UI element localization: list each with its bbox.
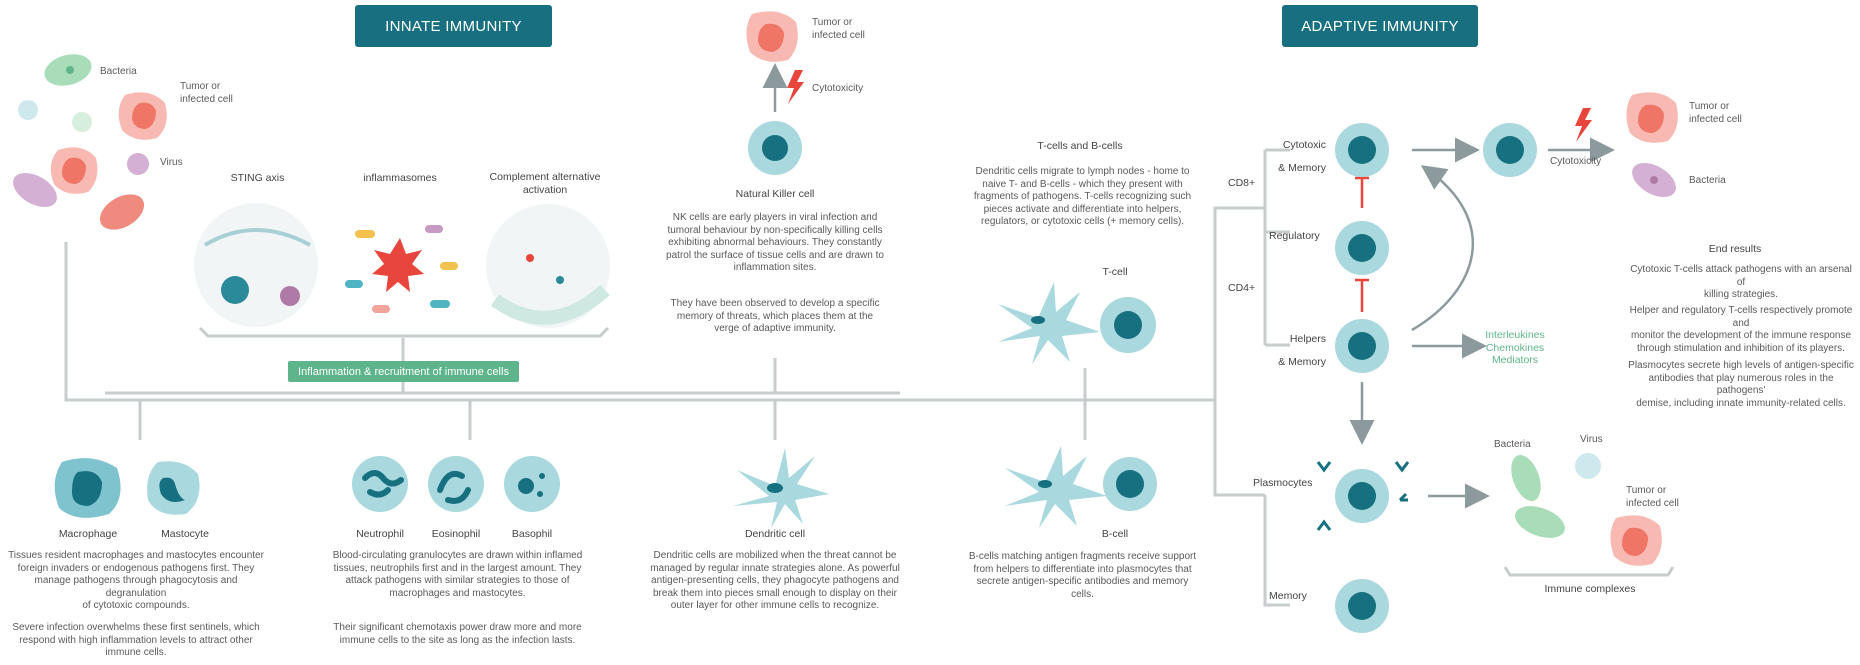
adaptive-cytotoxicity-icon [1575, 108, 1592, 142]
tumor-label: Tumor or infected cell [180, 81, 233, 105]
nk-tumor-icon [746, 11, 798, 62]
adaptive-bacteria-icon [1632, 162, 1676, 198]
macrophage-description-2: Severe infection overwhelms these first … [12, 622, 260, 658]
cytotoxic-t-cell-icon [1335, 123, 1389, 177]
nk-cell-title: Natural Killer cell [735, 188, 815, 200]
immune-complex-tumor-icon [1610, 515, 1662, 566]
arrows [762, 63, 1615, 509]
cytotoxic-memory-label: Cytotoxic & Memory [1278, 139, 1326, 174]
inflammasomes-label: inflammasomes [363, 172, 437, 184]
sting-axis-icon [194, 203, 318, 327]
nk-tumor-label: Tumor or infected cell [812, 17, 865, 41]
plasmocytes-label: Plasmocytes [1253, 477, 1313, 489]
basophil-icon [504, 456, 560, 512]
tumor-cell-left-icon [50, 92, 167, 194]
complex-virus-label: Virus [1580, 434, 1603, 445]
immune-complex-virus-icon [1575, 453, 1601, 479]
adaptive-immunity-title: ADAPTIVE IMMUNITY [1282, 5, 1478, 47]
complex-bacteria-label: Bacteria [1494, 439, 1531, 450]
virus-left-icon [18, 100, 149, 175]
complement-activation-icon [486, 204, 610, 328]
dendritic-description: Dendritic cells are mobilized when the t… [650, 550, 900, 611]
macrophage-description-1: Tissues resident macrophages and mastocy… [8, 550, 264, 611]
macrophage-icon [54, 458, 121, 518]
tb-cells-title: T-cells and B-cells [1037, 140, 1123, 152]
memory-b-cell-icon [1335, 579, 1389, 633]
b-cell-icon [1103, 457, 1157, 511]
mastocyte-icon [147, 461, 200, 515]
granulocyte-description-2: Their significant chemotaxis power draw … [333, 622, 582, 646]
nk-description-2: They have been observed to develop a spe… [670, 298, 880, 334]
b-cell-description: B-cells matching antigen fragments recei… [968, 551, 1197, 600]
innate-immunity-title: INNATE IMMUNITY [355, 5, 552, 47]
inhibition-markers [1355, 176, 1369, 312]
bacteria-label: Bacteria [100, 66, 137, 77]
naive-dendritic-t-icon [998, 282, 1100, 364]
immune-complex-bacteria-icon [1511, 455, 1565, 538]
basophil-label: Basophil [511, 528, 553, 540]
adaptive-bacteria-label: Bacteria [1689, 175, 1726, 186]
mastocyte-label: Mastocyte [161, 528, 209, 540]
nk-cytotoxicity-icon [787, 70, 804, 104]
end-results-1: Cytotoxic T-cells attack pathogens with … [1630, 264, 1852, 300]
t-cell-label: T-cell [1102, 266, 1128, 278]
bacteria-left-icon [13, 54, 145, 230]
immune-complexes-label: Immune complexes [1544, 583, 1636, 595]
end-results-title: End results [1708, 243, 1762, 255]
eosinophil-label: Eosinophil [431, 528, 481, 540]
helper-t-cell-icon [1335, 319, 1389, 373]
cd8-label: CD8+ [1228, 177, 1256, 189]
naive-dendritic-b-icon [1005, 446, 1107, 528]
adaptive-cytotoxicity-label: Cytotoxicity [1550, 156, 1602, 167]
nk-cell-icon [748, 121, 802, 175]
t-cell-icon [1100, 297, 1156, 353]
active-cytotoxic-t-cell-icon [1483, 123, 1537, 177]
dendritic-cell-icon [733, 448, 829, 528]
adaptive-tumor-label: Tumor or infected cell [1689, 101, 1742, 125]
granulocyte-description-1: Blood-circulating granulocytes are drawn… [332, 550, 583, 599]
b-cell-label: B-cell [1101, 528, 1129, 540]
adaptive-tumor-icon [1626, 92, 1678, 143]
tb-cells-description: Dendritic cells migrate to lymph nodes -… [973, 166, 1192, 227]
cd4-label: CD4+ [1228, 282, 1256, 294]
end-results-2: Helper and regulatory T-cells respective… [1629, 305, 1853, 354]
sting-axis-label: STING axis [230, 172, 285, 184]
macrophage-label: Macrophage [58, 528, 118, 540]
inflammation-recruitment-badge: Inflammation & recruitment of immune cel… [288, 361, 519, 382]
nk-cytotoxicity-label: Cytotoxicity [812, 83, 864, 94]
nk-description-1: NK cells are early players in viral infe… [666, 212, 884, 273]
virus-label: Virus [160, 157, 183, 168]
inflammasome-icon [338, 204, 462, 328]
complex-tumor-label: Tumor or infected cell [1626, 485, 1679, 509]
regulatory-t-cell-icon [1335, 221, 1389, 275]
dendritic-cell-label: Dendritic cell [744, 528, 806, 540]
memory-label: Memory [1269, 590, 1307, 602]
neutrophil-label: Neutrophil [356, 528, 404, 540]
regulatory-label: Regulatory [1269, 230, 1320, 242]
end-results-3: Plasmocytes secrete high levels of antig… [1628, 360, 1854, 409]
neutrophil-icon [352, 456, 408, 512]
plasmocyte-icon [1316, 461, 1410, 531]
helpers-memory-label: Helpers & Memory [1278, 333, 1326, 368]
mediators-label: Interleukines Chemokines Mediators [1485, 329, 1545, 366]
eosinophil-icon [428, 456, 484, 512]
connector-lines [64, 148, 1675, 607]
complement-label: Complement alternative activation [489, 171, 601, 196]
